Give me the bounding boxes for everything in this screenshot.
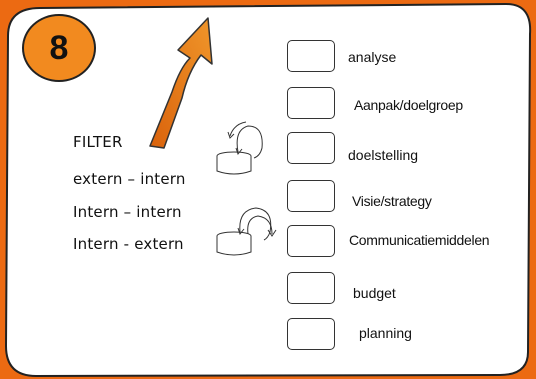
filter-title: FILTER bbox=[73, 133, 123, 151]
step-checkbox-analyse[interactable] bbox=[287, 40, 335, 72]
step-checkbox-communicatiemiddelen[interactable] bbox=[287, 225, 335, 257]
filter-item-intern-intern: Intern – intern bbox=[73, 203, 182, 221]
database-icon bbox=[216, 207, 277, 256]
up-right-arrow-icon bbox=[149, 17, 213, 149]
step-checkbox-planning[interactable] bbox=[287, 318, 335, 350]
database-icon bbox=[216, 121, 263, 175]
slide-number-badge: 8 bbox=[22, 14, 96, 82]
step-label-budget: budget bbox=[353, 285, 396, 301]
filter-item-extern-intern: extern – intern bbox=[73, 170, 186, 188]
step-checkbox-aanpak-doelgroep[interactable] bbox=[287, 87, 335, 119]
circular-arrow-icon bbox=[237, 207, 277, 241]
slide-number: 8 bbox=[49, 28, 69, 67]
step-label-analyse: analyse bbox=[348, 49, 397, 65]
step-label-communicatiemiddelen: Communicatiemiddelen bbox=[349, 232, 490, 248]
step-checkbox-visie-strategy[interactable] bbox=[287, 180, 335, 212]
filter-item-intern-extern: Intern - extern bbox=[73, 235, 184, 253]
step-label-doelstelling: doelstelling bbox=[348, 147, 419, 163]
step-label-planning: planning bbox=[359, 325, 412, 341]
step-label-aanpak-doelgroep: Aanpak/doelgroep bbox=[354, 97, 463, 113]
step-checkbox-budget[interactable] bbox=[287, 272, 335, 304]
step-label-visie-strategy: Visie/strategy bbox=[352, 193, 432, 209]
circular-arrow-icon bbox=[227, 121, 263, 159]
step-checkbox-doelstelling[interactable] bbox=[287, 132, 335, 164]
